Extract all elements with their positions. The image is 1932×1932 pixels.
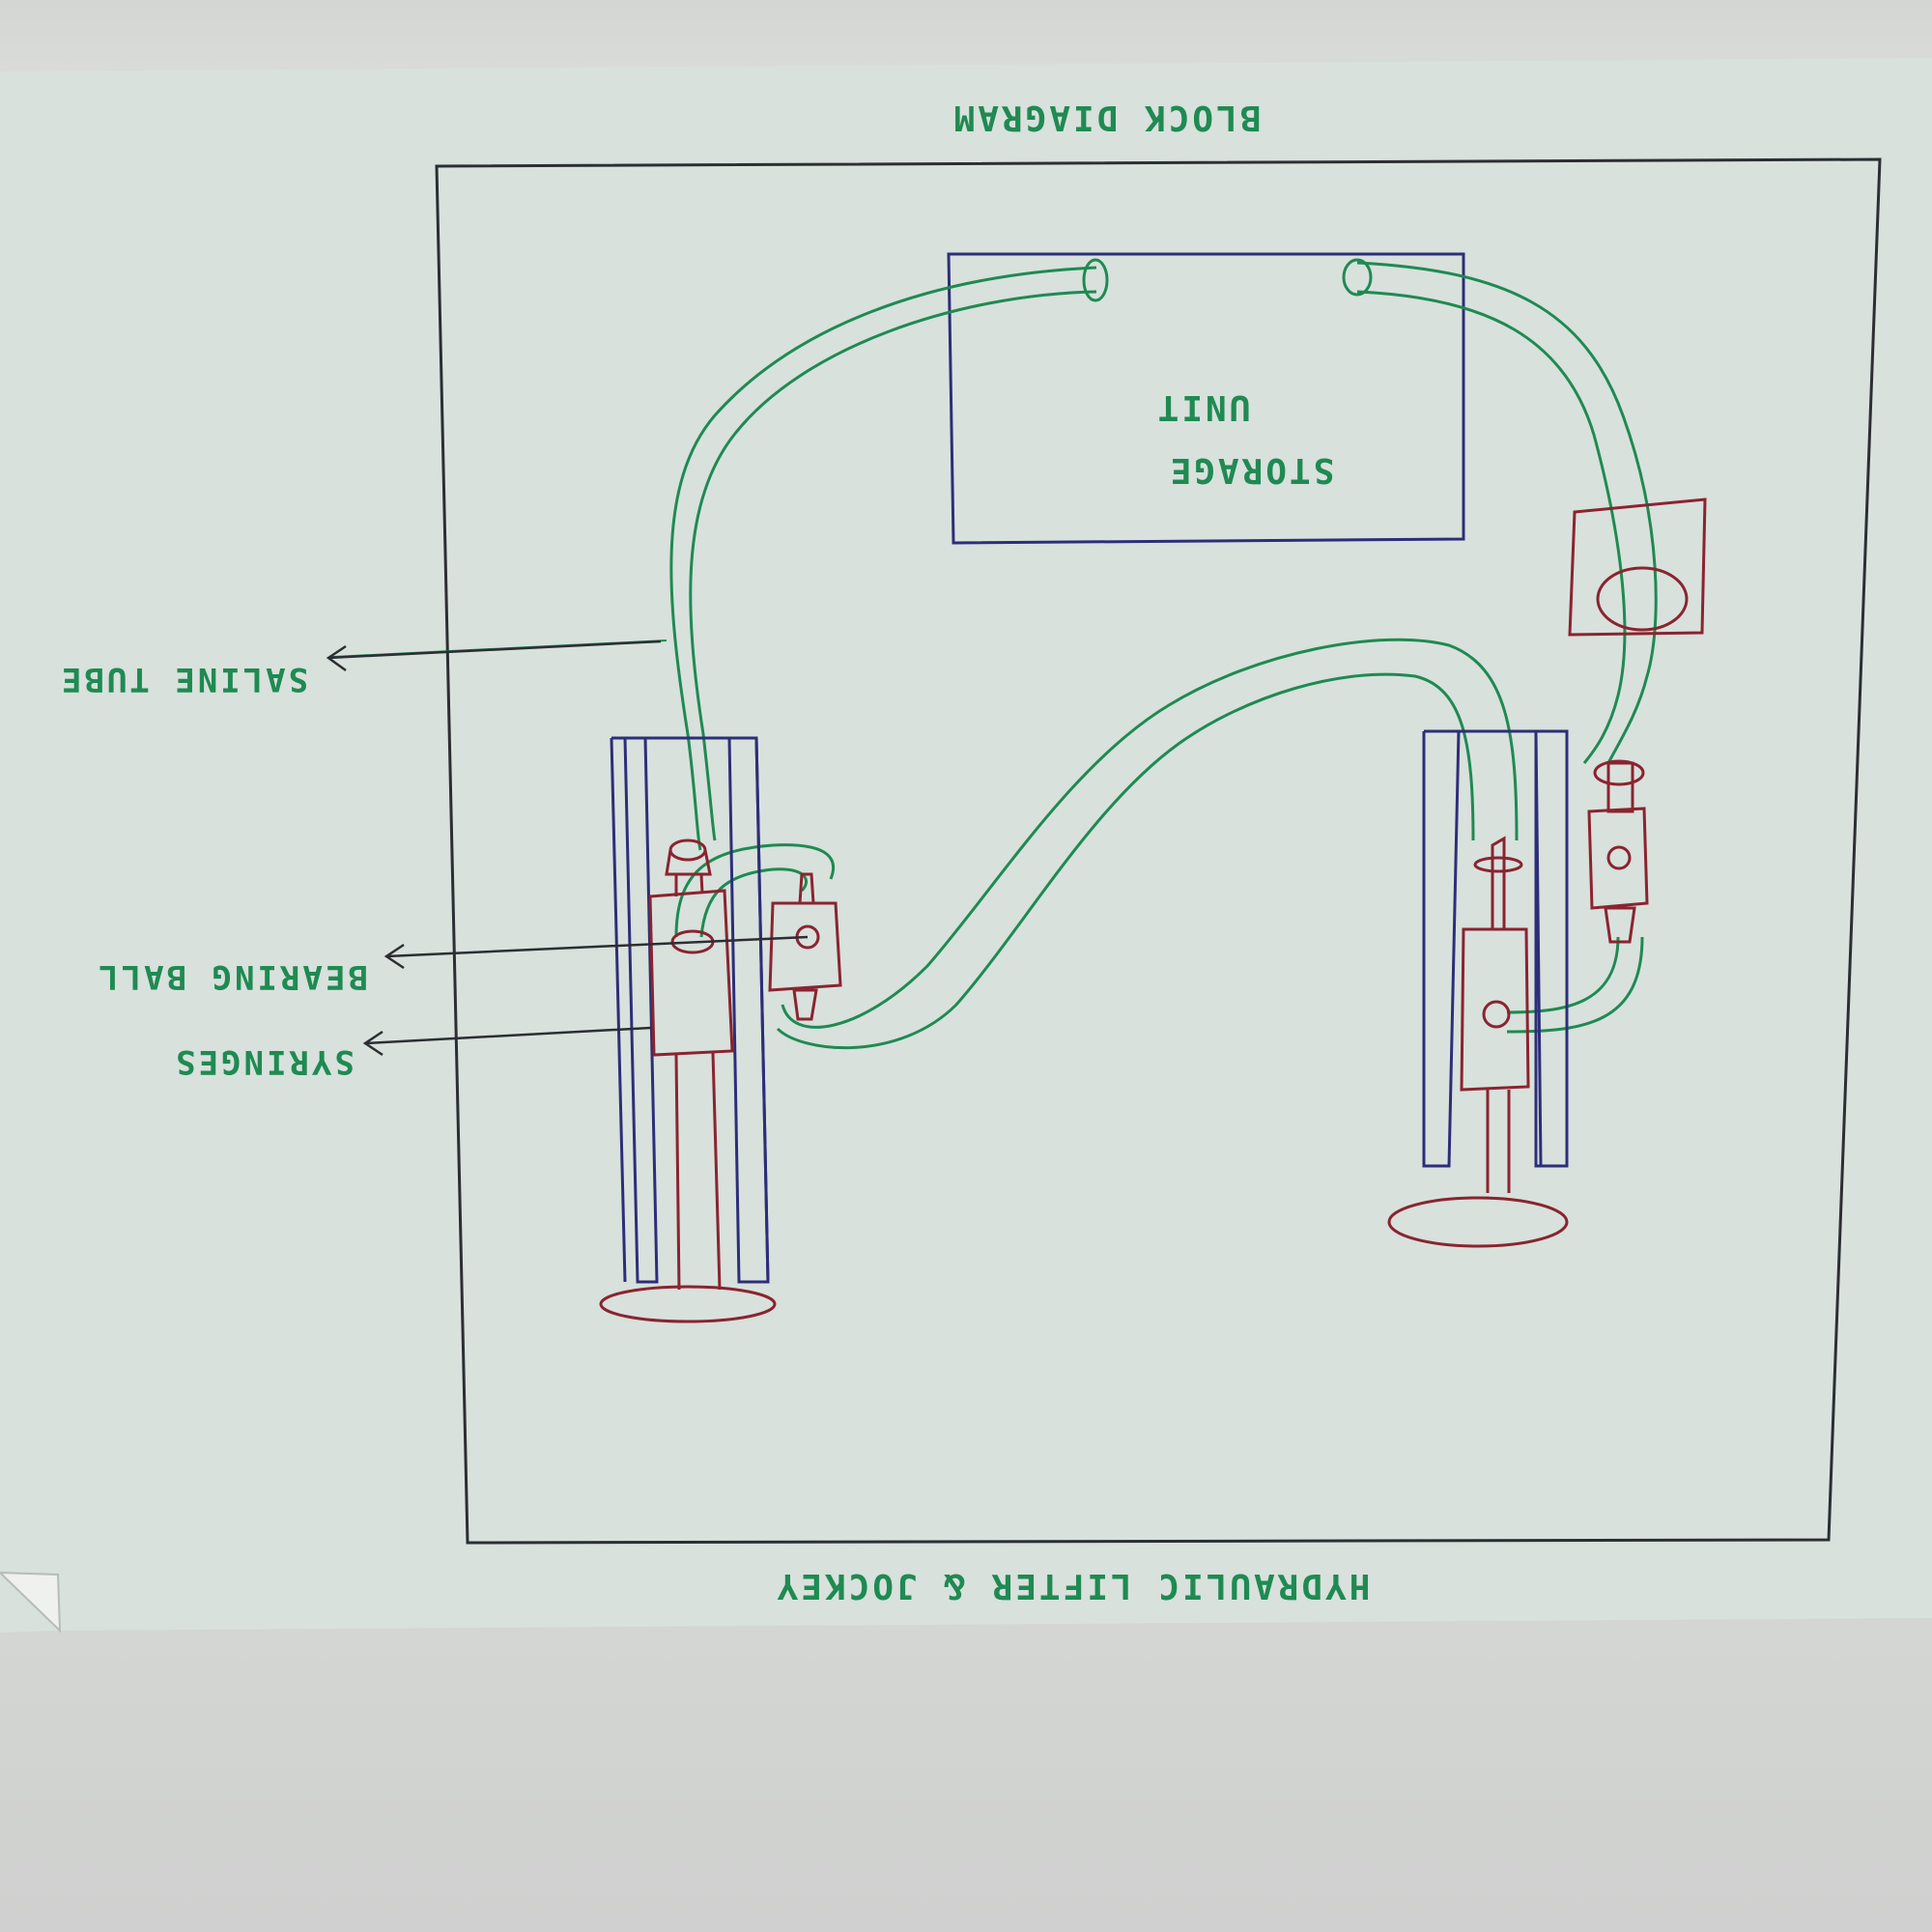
diagram-footer-title: HYDRAULIC LIFTER & JOCKEY	[775, 1566, 1371, 1605]
paper-sheet	[0, 58, 1932, 1633]
saline-tube-right	[1342, 258, 1658, 764]
bearing-ball-label: BEARING BALL	[96, 957, 368, 996]
tube-left-opening	[1082, 258, 1109, 302]
label-syringes: SYRINGES	[173, 1026, 652, 1081]
storage-unit-box	[947, 252, 1465, 545]
label-bearing-ball: BEARING BALL	[96, 935, 809, 996]
diagram-heading: BLOCK DIAGRAM	[952, 98, 1262, 137]
arrow-bearing-ball	[384, 935, 809, 970]
left-jockey-valve	[768, 872, 842, 1021]
right-lifter-base	[1387, 1196, 1569, 1248]
valve-box	[1568, 497, 1707, 637]
label-saline-tube: SALINE TUBE	[59, 639, 662, 698]
saline-tube-left	[669, 258, 1109, 851]
saline-tube-middle	[776, 638, 1519, 1050]
right-jockey-valve	[1587, 759, 1649, 944]
saline-tube-label: SALINE TUBE	[59, 660, 308, 698]
tube-right-opening	[1342, 258, 1373, 297]
bearing-ball-right	[1482, 1000, 1511, 1029]
left-lifter	[599, 736, 842, 1323]
left-lifter-base	[599, 1285, 777, 1323]
storage-unit-label-line1: STORAGE	[1168, 450, 1335, 490]
arrow-saline-tube	[326, 639, 662, 672]
diagram-border-frame	[435, 157, 1882, 1545]
storage-unit-label-line2: UNIT	[1155, 387, 1251, 427]
right-lifter	[1387, 729, 1649, 1248]
paper-corner-fold	[0, 1571, 62, 1634]
arrow-syringes	[362, 1026, 652, 1057]
syringes-label: SYRINGES	[173, 1042, 355, 1081]
